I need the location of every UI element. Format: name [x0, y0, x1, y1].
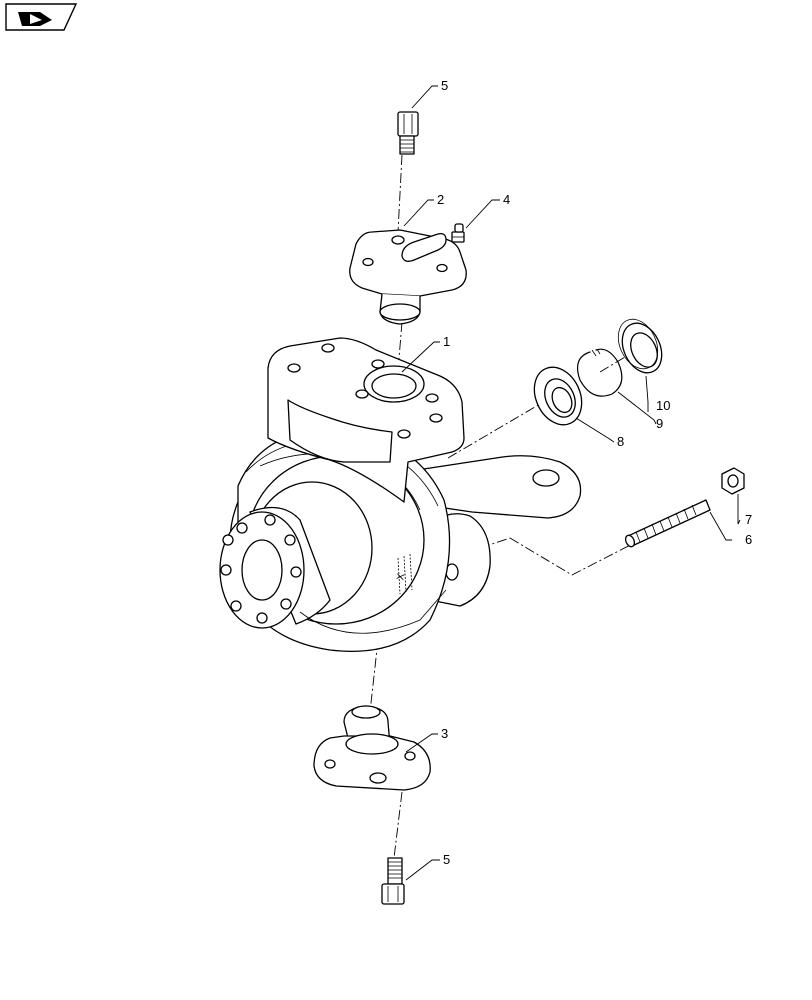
callout-5-top[interactable]: 5 — [441, 78, 448, 93]
seal — [617, 318, 663, 374]
callout-2[interactable]: 2 — [437, 192, 444, 207]
callout-5-bottom[interactable]: 5 — [443, 852, 450, 867]
snap-ring — [577, 348, 623, 397]
callout-labels: 5 2 4 1 10 9 8 7 6 3 5 — [437, 78, 752, 867]
bolt-bottom — [381, 857, 405, 905]
upper-kingpin-flange — [349, 229, 467, 325]
steering-knuckle: X — [219, 337, 582, 653]
ball-bearing — [533, 366, 583, 426]
callout-3[interactable]: 3 — [441, 726, 448, 741]
callout-4[interactable]: 4 — [503, 192, 510, 207]
cast-part-marking: X — [395, 553, 413, 595]
lower-kingpin-flange — [313, 705, 431, 791]
cast-marking-label: X — [395, 572, 407, 581]
callout-8[interactable]: 8 — [617, 434, 624, 449]
hex-nut — [721, 467, 745, 495]
threaded-stud — [624, 499, 711, 548]
leader-lines — [401, 85, 741, 881]
callout-6[interactable]: 6 — [745, 532, 752, 547]
callout-10[interactable]: 10 — [656, 398, 670, 413]
grease-fitting — [451, 223, 465, 243]
parts-catalog-nav-icon[interactable] — [5, 3, 78, 31]
callout-1[interactable]: 1 — [443, 334, 450, 349]
bolt-top — [397, 111, 419, 155]
callout-7[interactable]: 7 — [745, 512, 752, 527]
callout-9[interactable]: 9 — [656, 416, 663, 431]
